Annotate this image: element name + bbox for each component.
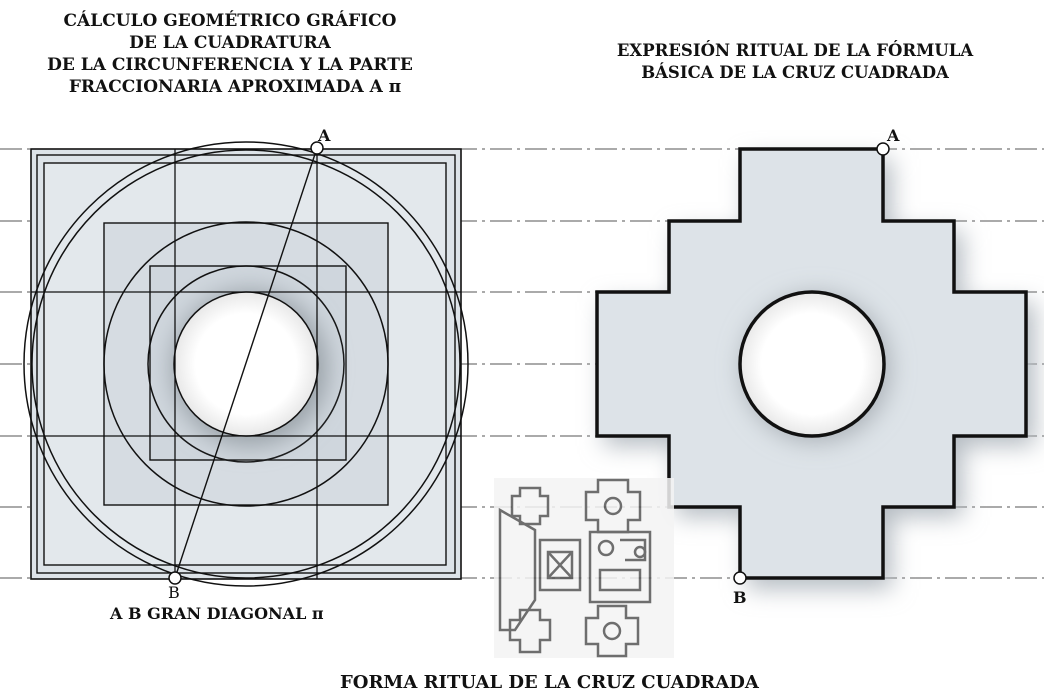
great-diagonal: [174, 147, 318, 579]
left-title-line-2: DE LA CUADRATURA: [129, 33, 331, 53]
great-circle-outer: [23, 141, 469, 587]
outer-square-inner-border: [36, 154, 456, 574]
point-a-marker: [310, 141, 324, 155]
ritual-glyph-image: [494, 478, 674, 658]
right-point-b-label: B: [733, 588, 747, 607]
right-point-a-marker: [876, 142, 890, 156]
left-diagram-title: CÁLCULO GEOMÉTRICO GRÁFICO DE LA CUADRAT…: [0, 10, 460, 98]
left-point-a-label: A: [317, 126, 331, 145]
quadrature-diagram: [23, 141, 469, 587]
right-point-a-label: A: [886, 126, 900, 145]
right-diagram-title: EXPRESIÓN RITUAL DE LA FÓRMULA BÁSICA DE…: [565, 40, 1025, 84]
chakana-diagram: [595, 142, 1035, 589]
ritual-form-caption: FORMA RITUAL DE LA CRUZ CUADRADA: [340, 672, 759, 693]
right-title-line-2: BÁSICA DE LA CRUZ CUADRADA: [641, 63, 949, 82]
great-circle-inner: [31, 149, 461, 579]
right-point-b-marker: [733, 571, 747, 585]
chakana-central-hole: [738, 290, 886, 438]
right-title-line-1: EXPRESIÓN RITUAL DE LA FÓRMULA: [616, 41, 974, 60]
point-b-marker: [168, 571, 182, 585]
left-title-line-1: CÁLCULO GEOMÉTRICO GRÁFICO: [63, 11, 397, 31]
left-title-line-4: FRACCIONARIA APROXIMADA A π: [68, 77, 402, 97]
left-point-b-label: B: [168, 583, 180, 602]
left-title-line-3: DE LA CIRCUNFERENCIA Y LA PARTE: [47, 55, 413, 75]
great-diagonal-caption: A B GRAN DIAGONAL π: [110, 604, 324, 623]
inner-circle: [147, 265, 345, 463]
middle-circle: [103, 221, 389, 507]
